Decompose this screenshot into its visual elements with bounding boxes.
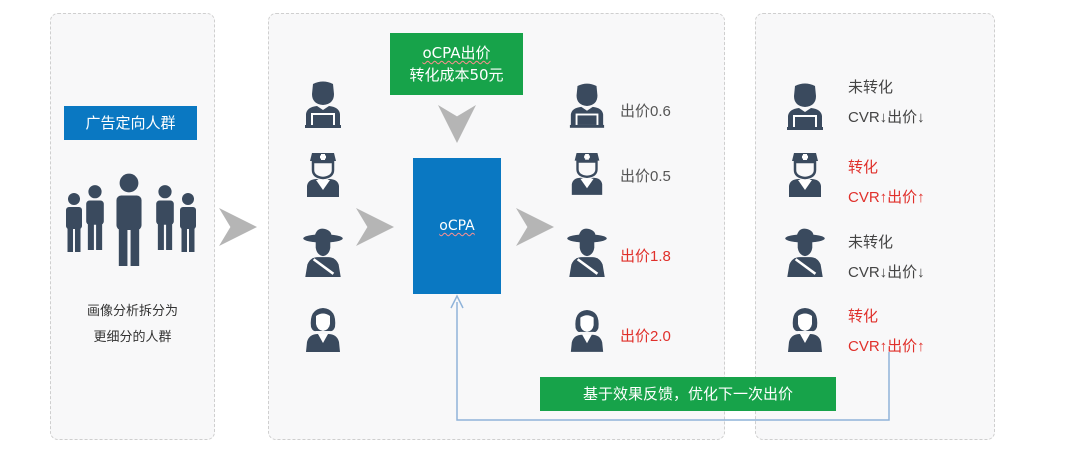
bid-value: 出价0.6 — [620, 103, 671, 120]
bid-value: 出价1.8 — [620, 248, 671, 265]
segment-caption-line2: 更细分的人群 — [93, 330, 172, 345]
office-worker-icon — [305, 81, 341, 128]
result-status: 转化 — [848, 159, 879, 176]
result-panel — [755, 13, 995, 440]
result-adjust: CVR↓出价↓ — [848, 264, 925, 281]
feedback-loop-line — [450, 294, 890, 421]
feedback-label: 基于效果反馈，优化下一次出价 — [540, 377, 836, 411]
arrow-right-icon — [516, 208, 554, 246]
woman-hat-icon — [566, 228, 608, 278]
office-worker-icon — [787, 83, 823, 130]
nurse-icon — [787, 151, 823, 198]
result-text: 转化 CVR↑出价↑ — [848, 153, 925, 213]
result-status: 未转化 — [848, 79, 894, 96]
result-status: 未转化 — [848, 234, 894, 251]
result-text: 未转化 CVR↓出价↓ — [848, 228, 925, 288]
bid-value: 出价2.0 — [620, 328, 671, 345]
result-adjust: CVR↑出价↑ — [848, 189, 925, 206]
bid-setting-line1: oCPA出价 — [422, 44, 491, 62]
result-adjust: CVR↑出价↑ — [848, 338, 925, 355]
woman-icon — [306, 308, 340, 352]
result-text: 转化 CVR↑出价↑ — [848, 302, 925, 362]
result-text: 未转化 CVR↓出价↓ — [848, 73, 925, 133]
crowd-icon — [66, 173, 196, 266]
bid-value: 出价0.5 — [620, 168, 671, 185]
bid-setting-line2: 转化成本50元 — [409, 66, 504, 84]
ocpa-engine-box: oCPA — [413, 158, 501, 294]
bid-setting-box: oCPA出价 转化成本50元 — [390, 33, 523, 95]
result-adjust: CVR↓出价↓ — [848, 109, 925, 126]
arrow-right-icon — [219, 208, 257, 246]
segment-tag: 广告定向人群 — [64, 106, 197, 140]
segment-caption-line1: 画像分析拆分为 — [86, 304, 178, 319]
arrow-down-icon — [438, 105, 476, 143]
office-worker-icon — [569, 83, 605, 128]
nurse-icon — [305, 151, 341, 198]
nurse-icon — [570, 151, 604, 196]
ocpa-engine-label: oCPA — [439, 218, 475, 234]
arrow-right-icon — [356, 208, 394, 246]
woman-hat-icon — [302, 228, 344, 278]
woman-hat-icon — [784, 228, 826, 278]
result-status: 转化 — [848, 308, 879, 325]
